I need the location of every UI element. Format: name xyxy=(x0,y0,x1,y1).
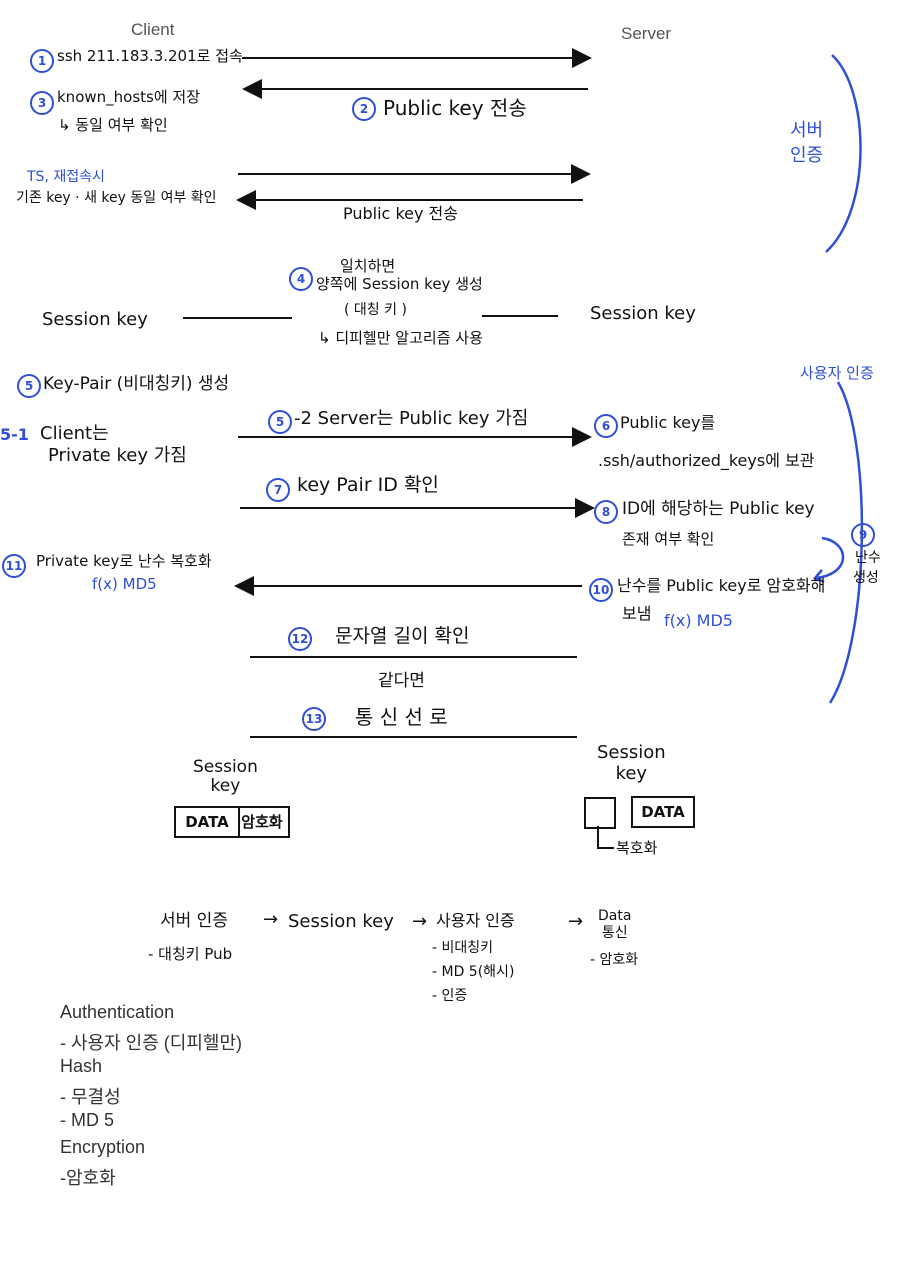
step-1-badge: 1 xyxy=(30,49,54,73)
flow-data-comm: Data 통신 xyxy=(598,908,632,941)
step-4-line2: 양쪽에 Session key 생성 xyxy=(316,275,483,293)
step-8-line1: ID에 해당하는 Public key xyxy=(622,499,815,519)
step-10-line1: 난수를 Public key로 암호화해 xyxy=(617,576,826,595)
line-decrypt xyxy=(597,826,614,849)
step-4-line4: ↳ 디피헬만 알고리즘 사용 xyxy=(318,329,483,347)
note-encrypt-kr: -암호화 xyxy=(60,1168,116,1188)
user-auth-label: 사용자 인증 xyxy=(800,364,874,382)
step-3-text: known_hosts에 저장 xyxy=(57,88,201,106)
step-5-text: Key-Pair (비대칭키) 생성 xyxy=(43,374,230,394)
step-12-badge: 12 xyxy=(288,627,312,651)
step-13-badge: 13 xyxy=(302,707,326,731)
client-header: Client xyxy=(131,20,175,39)
step-3-badge: 3 xyxy=(30,91,54,115)
step-5-1-badge: 5-1 xyxy=(0,425,29,444)
session-key-right-title: Session key xyxy=(597,742,666,784)
flow-user-auth-sub1: - 비대칭키 xyxy=(432,940,494,956)
flow-server-auth: 서버 인증 xyxy=(160,911,228,931)
step-5-badge: 5 xyxy=(17,374,41,398)
note-hash: Hash xyxy=(60,1056,103,1076)
flow-arrow-1: → xyxy=(263,909,279,930)
server-header: Server xyxy=(621,24,672,43)
note-user-auth: - 사용자 인증 (디피헬만) xyxy=(60,1033,243,1053)
empty-key-box xyxy=(584,797,616,829)
step-5-2-text: -2 Server는 Public key 가짐 xyxy=(294,408,529,429)
flow-user-auth: 사용자 인증 xyxy=(436,911,515,930)
note-encryption: Encryption xyxy=(60,1137,146,1157)
flow-user-auth-sub2: - MD 5(해시) xyxy=(432,964,515,980)
step-9-line1: 난수 xyxy=(855,550,881,566)
step-4-badge: 4 xyxy=(289,267,313,291)
step-5-1-line2: Private key 가짐 xyxy=(48,445,187,466)
step-11-fx: f(x) MD5 xyxy=(92,575,157,593)
reconnect-reply: Public key 전송 xyxy=(343,204,458,223)
step-2-text: Public key 전송 xyxy=(383,96,527,120)
flow-arrow-2: → xyxy=(412,911,428,932)
loop-random xyxy=(815,536,845,580)
step-13-text: 통 신 선 로 xyxy=(355,705,448,729)
data-box-right: DATA xyxy=(631,796,695,828)
reconnect-text: 기존 key · 새 key 동일 여부 확인 xyxy=(16,190,217,206)
brace-server-auth xyxy=(825,54,862,253)
session-key-left-title: Session key xyxy=(193,757,258,796)
note-md5: - MD 5 xyxy=(60,1110,114,1130)
flow-arrow-3: → xyxy=(568,911,584,932)
step-1-text: ssh 211.183.3.201로 접속 xyxy=(57,47,243,65)
step-6-line2: .ssh/authorized_keys에 보관 xyxy=(598,451,815,470)
step-10-line2: 보냄 xyxy=(622,604,652,623)
step-12-text: 문자열 길이 확인 xyxy=(335,625,470,647)
flow-data-comm-sub: - 암호화 xyxy=(590,952,639,968)
step-9-badge: 9 xyxy=(851,523,875,547)
step-6-badge: 6 xyxy=(594,414,618,438)
step-9-line2: 생성 xyxy=(853,570,879,586)
reconnect-label: TS, 재접속시 xyxy=(27,169,105,185)
step-10-fx: f(x) MD5 xyxy=(664,611,733,630)
session-key-right: Session key xyxy=(590,303,696,324)
step-5-1-line1: Client는 xyxy=(40,423,109,444)
data-box-left: DATA xyxy=(174,806,240,838)
step-4-line3: ( 대칭 키 ) xyxy=(344,302,407,318)
step-8-line2: 존재 여부 확인 xyxy=(622,530,715,548)
step-3-sub: ↳ 동일 여부 확인 xyxy=(58,116,168,134)
decrypt-label: 복호화 xyxy=(616,839,658,857)
step-5-2-badge: 5 xyxy=(268,410,292,434)
step-7-badge: 7 xyxy=(266,478,290,502)
step-2-badge: 2 xyxy=(352,97,376,121)
step-6-line1: Public key를 xyxy=(620,413,716,432)
loop-random-head xyxy=(812,569,825,584)
same-label: 같다면 xyxy=(378,671,425,691)
step-11-text: Private key로 난수 복호화 xyxy=(36,552,212,570)
server-auth-label: 서버 인증 xyxy=(790,120,824,167)
step-11-badge: 11 xyxy=(2,554,26,578)
note-authentication: Authentication xyxy=(60,1002,175,1022)
note-integrity: - 무결성 xyxy=(60,1087,121,1107)
step-7-text: key Pair ID 확인 xyxy=(297,474,439,496)
step-10-badge: 10 xyxy=(589,578,613,602)
flow-user-auth-sub3: - 인증 xyxy=(432,988,468,1004)
encrypt-box: 암호화 xyxy=(236,806,290,838)
flow-session-key: Session key xyxy=(288,911,394,932)
step-8-badge: 8 xyxy=(594,500,618,524)
session-key-left: Session key xyxy=(42,309,148,330)
flow-server-auth-sub: - 대칭키 Pub xyxy=(148,945,233,963)
step-4-line1: 일치하면 xyxy=(340,257,396,275)
